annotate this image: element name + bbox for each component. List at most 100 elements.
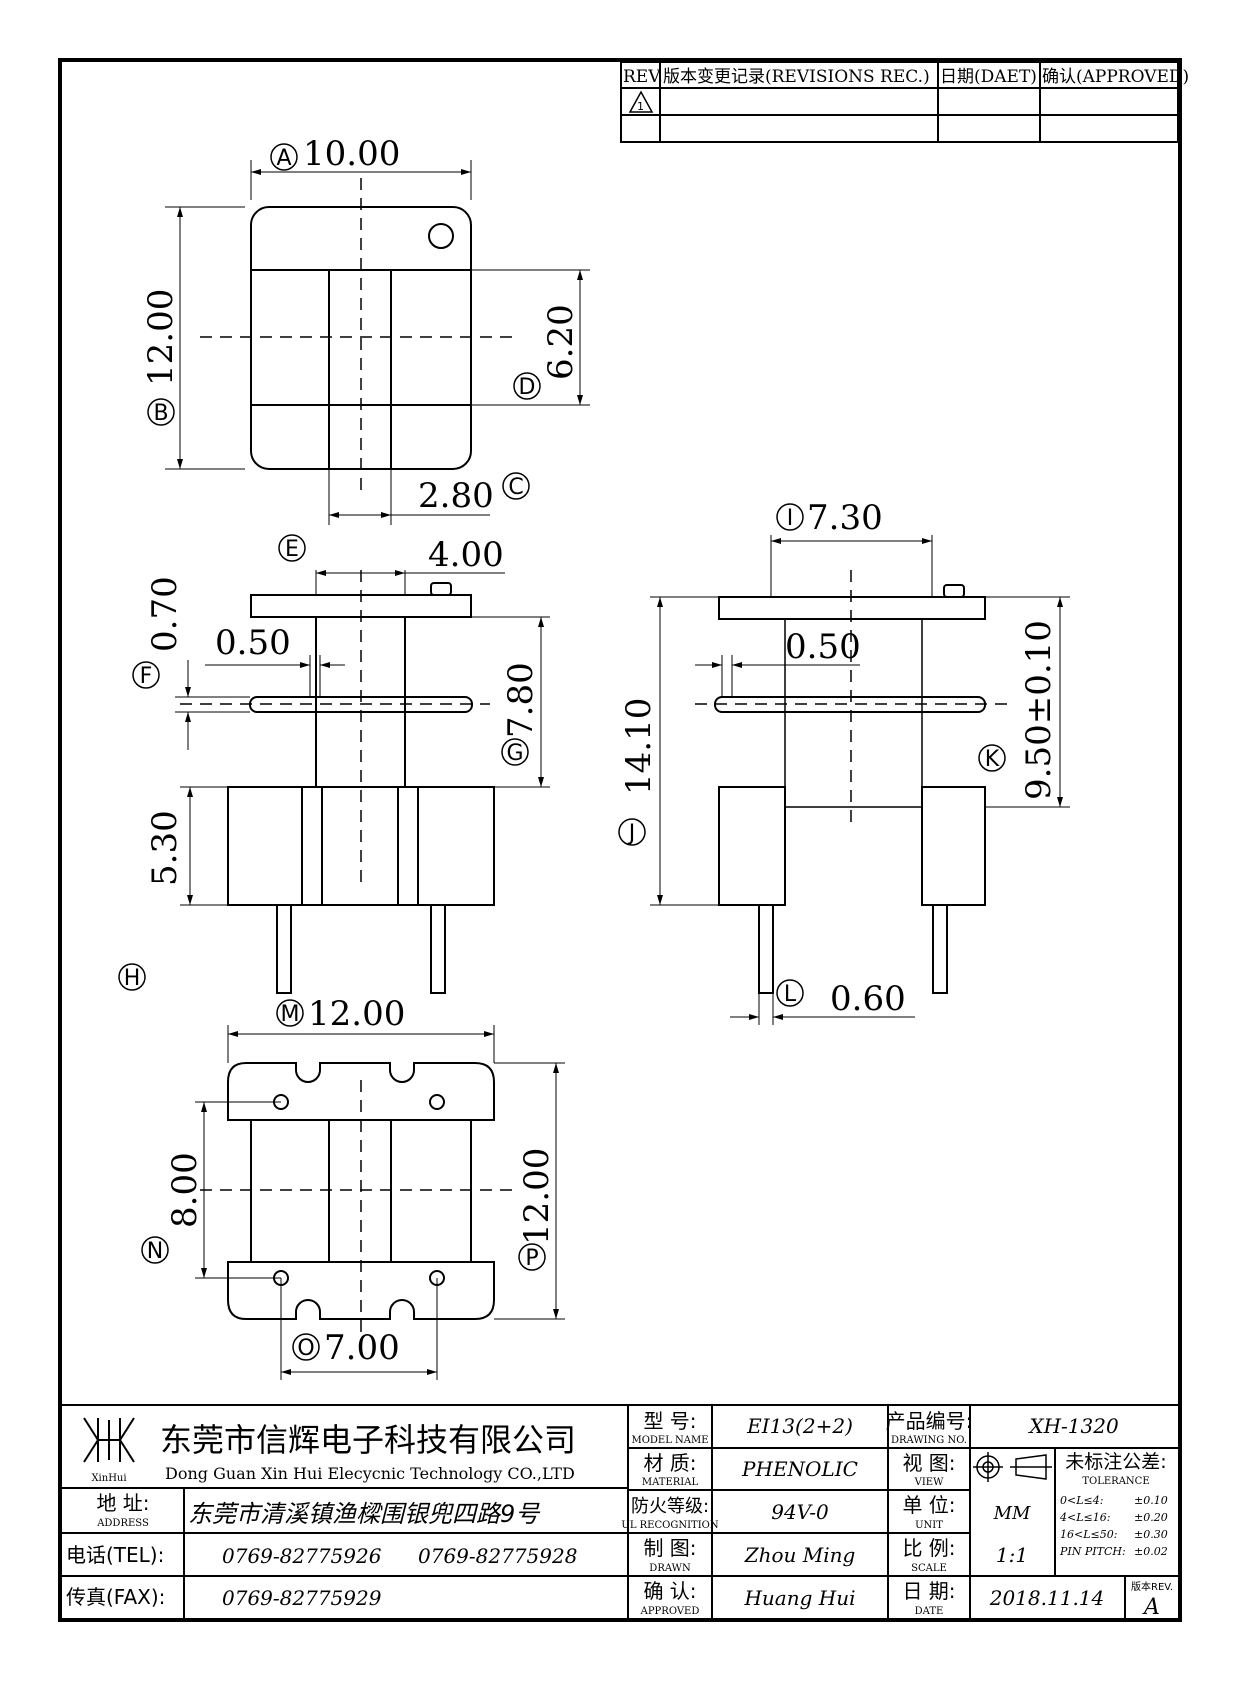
tel-value-1: 0769-82775926 (222, 1544, 382, 1568)
dim-F-value: 0.70 (145, 576, 185, 652)
model-label-en: MODEL NAME (631, 1435, 708, 1446)
dim-I-letter: I (787, 506, 794, 531)
material-label: 材 质: (643, 1451, 696, 1475)
dim-O-value: 7.00 (324, 1328, 400, 1368)
dim-P: 12.00 P (517, 1148, 557, 1271)
tel-label: 电话(TEL): (66, 1543, 164, 1567)
dim-J-value: 14.10 (619, 698, 659, 795)
revision-mark: 1 (637, 100, 644, 113)
address-label: 地 址: (96, 1491, 149, 1515)
dim-G: 7.80 G (501, 662, 541, 766)
material-label-en: MATERIAL (642, 1477, 699, 1488)
dim-N-letter: N (147, 1239, 163, 1264)
dim-B: B 12.00 (141, 289, 181, 426)
dim-K-value: 9.50±0.10 (1019, 620, 1059, 800)
dim-L: L 0.60 (776, 979, 906, 1019)
dim-A: A 10.00 (270, 134, 400, 174)
drawing-no-label-en: DRAWING NO. (891, 1435, 967, 1446)
dim-D-letter: D (519, 375, 536, 400)
tolerance-value: ±0.20 (1134, 1511, 1168, 1524)
third-angle-projection-icon (973, 1452, 1052, 1482)
unit-label-en: UNIT (915, 1520, 943, 1531)
dim-G-letter: G (506, 741, 523, 766)
dim-P-value: 12.00 (517, 1148, 557, 1245)
dim-M: M 12.00 (276, 994, 405, 1034)
tolerance-label-en: TOLERANCE (1082, 1476, 1149, 1487)
model-label: 型 号: (643, 1409, 696, 1433)
unit-value: MM (993, 1503, 1031, 1524)
bottom-view (195, 1025, 565, 1380)
dim-K-letter: K (985, 747, 1000, 772)
dim-L-letter: L (784, 982, 797, 1007)
dim-F-pin-value: 0.50 (215, 623, 291, 663)
dim-F: 0.70 F 0.50 (132, 576, 291, 689)
front-view (175, 570, 550, 994)
dim-O-letter: O (297, 1336, 314, 1361)
view-label: 视 图: (902, 1451, 955, 1475)
tolerance-value: ±0.30 (1134, 1528, 1168, 1541)
rev-value: A (1142, 1595, 1160, 1620)
approved-label-en: APPROVED (640, 1606, 700, 1617)
dim-M-value: 12.00 (308, 994, 405, 1034)
date-col-header: 日期(DAET) (940, 67, 1037, 87)
unit-label: 单 位: (902, 1493, 955, 1517)
drawing-no-value: XH-1320 (1027, 1414, 1119, 1438)
dim-J: 14.10 J (618, 698, 659, 846)
scale-label-en: SCALE (911, 1563, 947, 1574)
ul-label-en: UL RECOGNITION (621, 1520, 718, 1531)
dim-E: E 4.00 (278, 534, 504, 575)
address-label-en: ADDRESS (96, 1518, 149, 1529)
tolerance-range: 4<L≤16: (1059, 1511, 1110, 1524)
dim-C: 2.80 C (418, 472, 530, 516)
dim-H-letter: H (124, 966, 141, 991)
tolerance-list: 0<L≤4: ±0.10 4<L≤16: ±0.20 16<L≤50: ±0.3… (1059, 1494, 1168, 1558)
rev-label: 版本REV. (1131, 1580, 1173, 1593)
sheet-border (58, 58, 1182, 1622)
drawn-value: Zhou Ming (744, 1543, 856, 1567)
dim-L-value: 0.60 (830, 979, 906, 1019)
tel-value-2: 0769-82775928 (418, 1544, 577, 1568)
scale-value: 1:1 (996, 1543, 1028, 1567)
dim-D: D 6.20 (513, 304, 581, 400)
tolerance-value: ±0.10 (1134, 1494, 1168, 1507)
drawn-label: 制 图: (643, 1536, 696, 1560)
ul-label: 防火等级: (631, 1496, 709, 1517)
date-label: 日 期: (902, 1579, 955, 1603)
dim-D-value: 6.20 (541, 304, 581, 380)
tolerance-range: PIN PITCH: (1059, 1545, 1126, 1558)
dim-F-letter: F (140, 664, 153, 689)
revision-table (620, 61, 1179, 143)
dim-C-value: 2.80 (418, 476, 494, 516)
dim-B-value: 12.00 (141, 289, 181, 386)
revision-triangle-icon: 1 (628, 90, 654, 113)
date-label-en: DATE (915, 1606, 944, 1617)
dim-H-value: 5.30 (145, 810, 185, 886)
scale-label: 比 例: (902, 1536, 955, 1560)
company-logo (83, 1417, 135, 1463)
dim-P-letter: P (525, 1246, 538, 1271)
revisions-col-header: 版本变更记录(REVISIONS REC.) (663, 67, 930, 87)
view-label-en: VIEW (914, 1477, 944, 1488)
dim-I-value: 7.30 (807, 498, 883, 538)
material-value: PHENOLIC (741, 1457, 858, 1481)
dim-J-letter: J (627, 821, 636, 846)
date-value: 2018.11.14 (989, 1586, 1105, 1610)
logo-text: XinHui (91, 1473, 126, 1484)
address-value: 东莞市清溪镇渔樑围银兜四路9号 (188, 1500, 541, 1528)
title-block-grid (62, 1404, 1178, 1618)
drawing-no-label: 产品编号: (886, 1409, 973, 1433)
dim-A-letter: A (276, 146, 291, 171)
dim-K: K 9.50±0.10 (978, 620, 1059, 800)
dim-O: O 7.00 (292, 1328, 400, 1368)
drawn-label-en: DRAWN (649, 1563, 691, 1574)
dim-E-letter: E (285, 537, 299, 562)
ul-value: 94V-0 (771, 1500, 829, 1524)
tolerance-value: ±0.02 (1134, 1545, 1168, 1558)
tolerance-label: 未标注公差: (1065, 1451, 1166, 1473)
side-view (650, 535, 1070, 1025)
dim-A-value: 10.00 (303, 134, 400, 174)
dim-N-value: 8.00 (165, 1152, 205, 1228)
dim-M-letter: M (281, 1002, 300, 1027)
dim-H: 5.30 H (118, 810, 185, 991)
